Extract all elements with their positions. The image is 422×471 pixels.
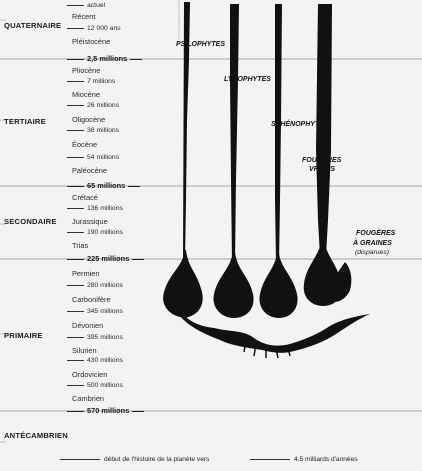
period-miocene: Miocène [72, 90, 100, 99]
age-225: 225 millions [67, 255, 144, 263]
fougeres-graines-bulb [329, 262, 352, 302]
age-430: 430 millions [67, 357, 123, 365]
fougeres-vraies-lineage [316, 4, 332, 256]
period-cambrien: Cambrien [72, 394, 105, 403]
common-base [176, 300, 370, 353]
period-ordovicien: Ordovicien [72, 370, 108, 379]
period-pleistocene: Pléistocène [72, 37, 111, 46]
period-recent: Récent [72, 12, 96, 21]
period-jurassique: Jurassique [72, 217, 108, 226]
label-disparues: (disparues) [355, 249, 389, 256]
age-54: 54 millions [67, 154, 119, 162]
label-fougeres-vraies-1: FOUGÈRES [302, 157, 342, 164]
age-7: 7 millions [67, 78, 115, 86]
lycophytes-bulb [213, 252, 254, 318]
label-fougeres-graines-1: FOUGÈRES [356, 230, 396, 237]
psilophytes-lineage [183, 2, 190, 262]
age-actuel: actuel [67, 2, 105, 10]
sphenophytes-lineage [275, 4, 282, 264]
age-38: 38 millions [67, 127, 119, 135]
label-psilophytes: PSILOPHYTES [176, 41, 226, 48]
age-26: 26 millions [67, 102, 119, 110]
label-sphenophytes: SPHÉNOPHYTES [271, 121, 329, 128]
age-136: 136 millions [67, 205, 123, 213]
age-570: 570 millions [67, 407, 144, 415]
period-devonien: Dévonien [72, 321, 104, 330]
label-lycophytes: LYCOPHYTES [224, 76, 271, 83]
age-12000: 12 000 ans [67, 25, 121, 33]
roots [243, 339, 291, 359]
era-quaternaire: QUATERNAIRE [4, 21, 62, 30]
footer-age: 4,5 milliards d'années [250, 456, 358, 464]
period-pliocene: Pliocène [72, 66, 101, 75]
footer-debut: début de l'histoire de la planète vers [60, 456, 209, 464]
label-fougeres-vraies-2: VRAIES [309, 166, 336, 173]
age-190: 190 millions [67, 229, 123, 237]
period-paleocene: Paléocène [72, 166, 107, 175]
period-oligocene: Oligocène [72, 115, 106, 124]
psilophytes-bulb [163, 250, 203, 318]
age-500: 500 millions [67, 382, 123, 390]
period-eocene: Éocène [72, 140, 98, 149]
era-secondaire: SECONDAIRE [4, 217, 57, 226]
age-2-5: 2,5 millions [67, 55, 142, 63]
period-cretace: Crétacé [72, 193, 98, 202]
age-280: 280 millions [67, 282, 123, 290]
label-fougeres-graines-2: À GRAINES [353, 240, 392, 247]
period-silurien: Silurien [72, 346, 97, 355]
era-antecambrien: ANTÉCAMBRIEN [4, 431, 68, 440]
age-395: 395 millions [67, 334, 123, 342]
era-primaire: PRIMAIRE [4, 331, 43, 340]
age-65: 65 millions [67, 182, 140, 190]
age-345: 345 millions [67, 308, 123, 316]
lycophytes-lineage [230, 4, 239, 262]
lineages [163, 2, 370, 359]
sphenophytes-bulb [259, 254, 298, 318]
period-permien: Permien [72, 269, 100, 278]
period-ticks [0, 19, 6, 443]
period-trias: Trias [72, 241, 89, 250]
era-tertiaire: TERTIAIRE [4, 117, 46, 126]
period-carbonifere: Carbonifère [72, 295, 111, 304]
